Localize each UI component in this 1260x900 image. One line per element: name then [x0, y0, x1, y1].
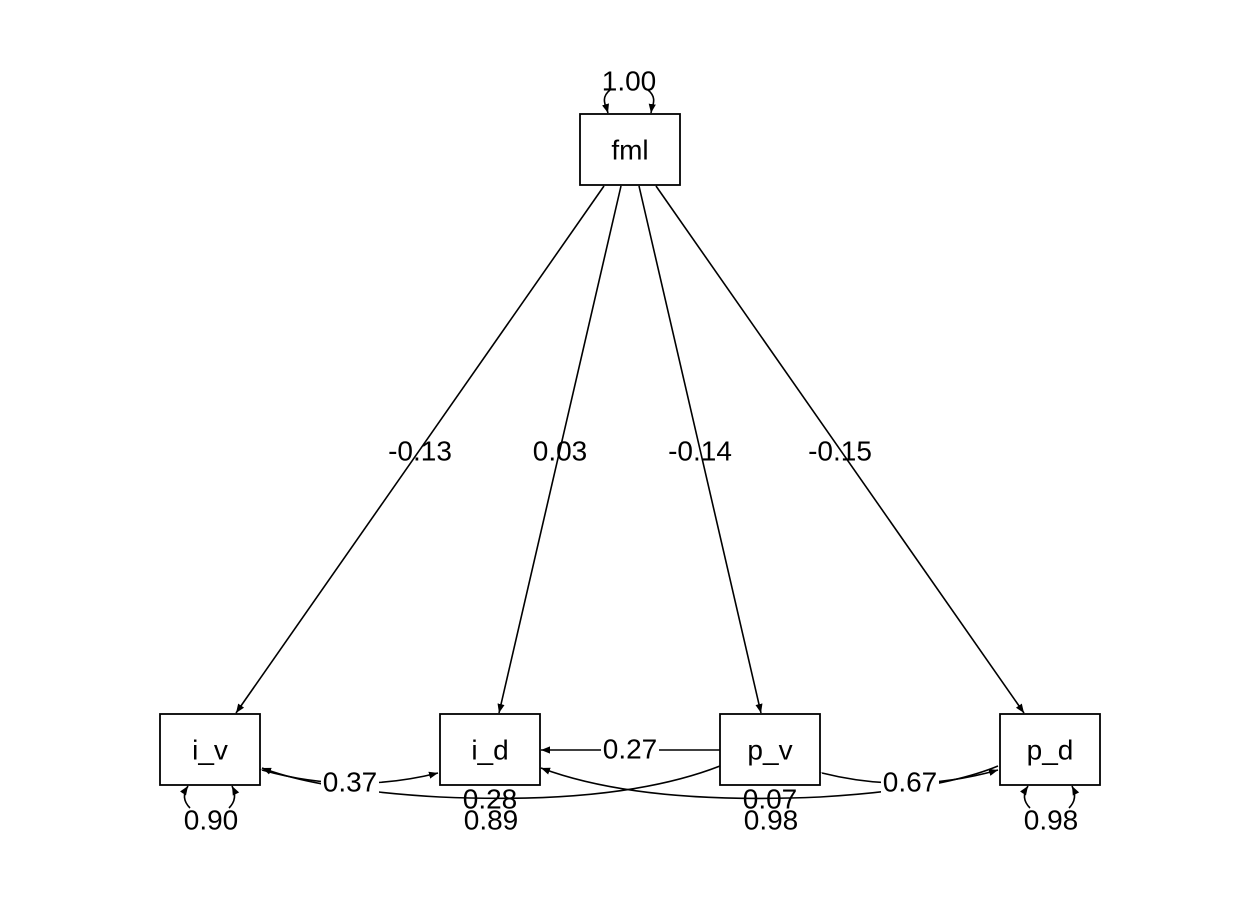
- path-fml-p_d: [655, 185, 1025, 714]
- path-label-fml-i_v: -0.13: [388, 436, 452, 467]
- variance-label-i_v: 0.90: [184, 805, 239, 836]
- variance-loop-i_v: [228, 785, 240, 809]
- variance-label-fml: 1.00: [602, 66, 657, 97]
- variance-loop-p_d: [1068, 785, 1080, 809]
- covariance-label-i_d-p_d: 0.07: [743, 784, 798, 815]
- covariance-label-i_v-p_v: 0.28: [463, 784, 518, 815]
- node-p_v: p_v: [719, 713, 821, 786]
- node-label-i_d: i_d: [471, 735, 508, 766]
- node-p_d: p_d: [999, 713, 1101, 786]
- node-label-p_v: p_v: [747, 735, 792, 766]
- variance-label-i_d: 0.89: [464, 805, 519, 836]
- variance-label-p_d: 0.98: [1024, 805, 1079, 836]
- path-label-fml-i_d: 0.03: [533, 436, 588, 467]
- path-fml-p_v: [638, 185, 763, 714]
- variance-label-p_v: 0.98: [744, 805, 799, 836]
- variance-loop-i_v: [180, 785, 191, 809]
- node-label-i_v: i_v: [192, 735, 228, 766]
- covariance-label-i_v-i_d: 0.37: [323, 767, 378, 798]
- node-i_d: i_d: [439, 713, 541, 786]
- variance-loop-fml: [647, 89, 656, 114]
- covariance-i_d-p_d: [540, 765, 999, 800]
- covariance-i_v-p_v: [261, 765, 721, 800]
- variance-loop-p_d: [1020, 785, 1031, 809]
- node-label-fml: fml: [611, 135, 648, 166]
- covariance-label-p_v-i_d: 0.27: [603, 734, 658, 765]
- covariance-label-p_v-p_d: 0.67: [883, 767, 938, 798]
- node-fml: fml: [579, 113, 681, 186]
- path-label-fml-p_v: -0.14: [668, 436, 732, 467]
- node-i_v: i_v: [159, 713, 261, 786]
- variance-loop-fml: [602, 89, 611, 114]
- path-fml-i_d: [497, 185, 622, 714]
- path-fml-i_v: [235, 185, 605, 714]
- node-label-p_d: p_d: [1027, 735, 1074, 766]
- path-label-fml-p_d: -0.15: [808, 436, 872, 467]
